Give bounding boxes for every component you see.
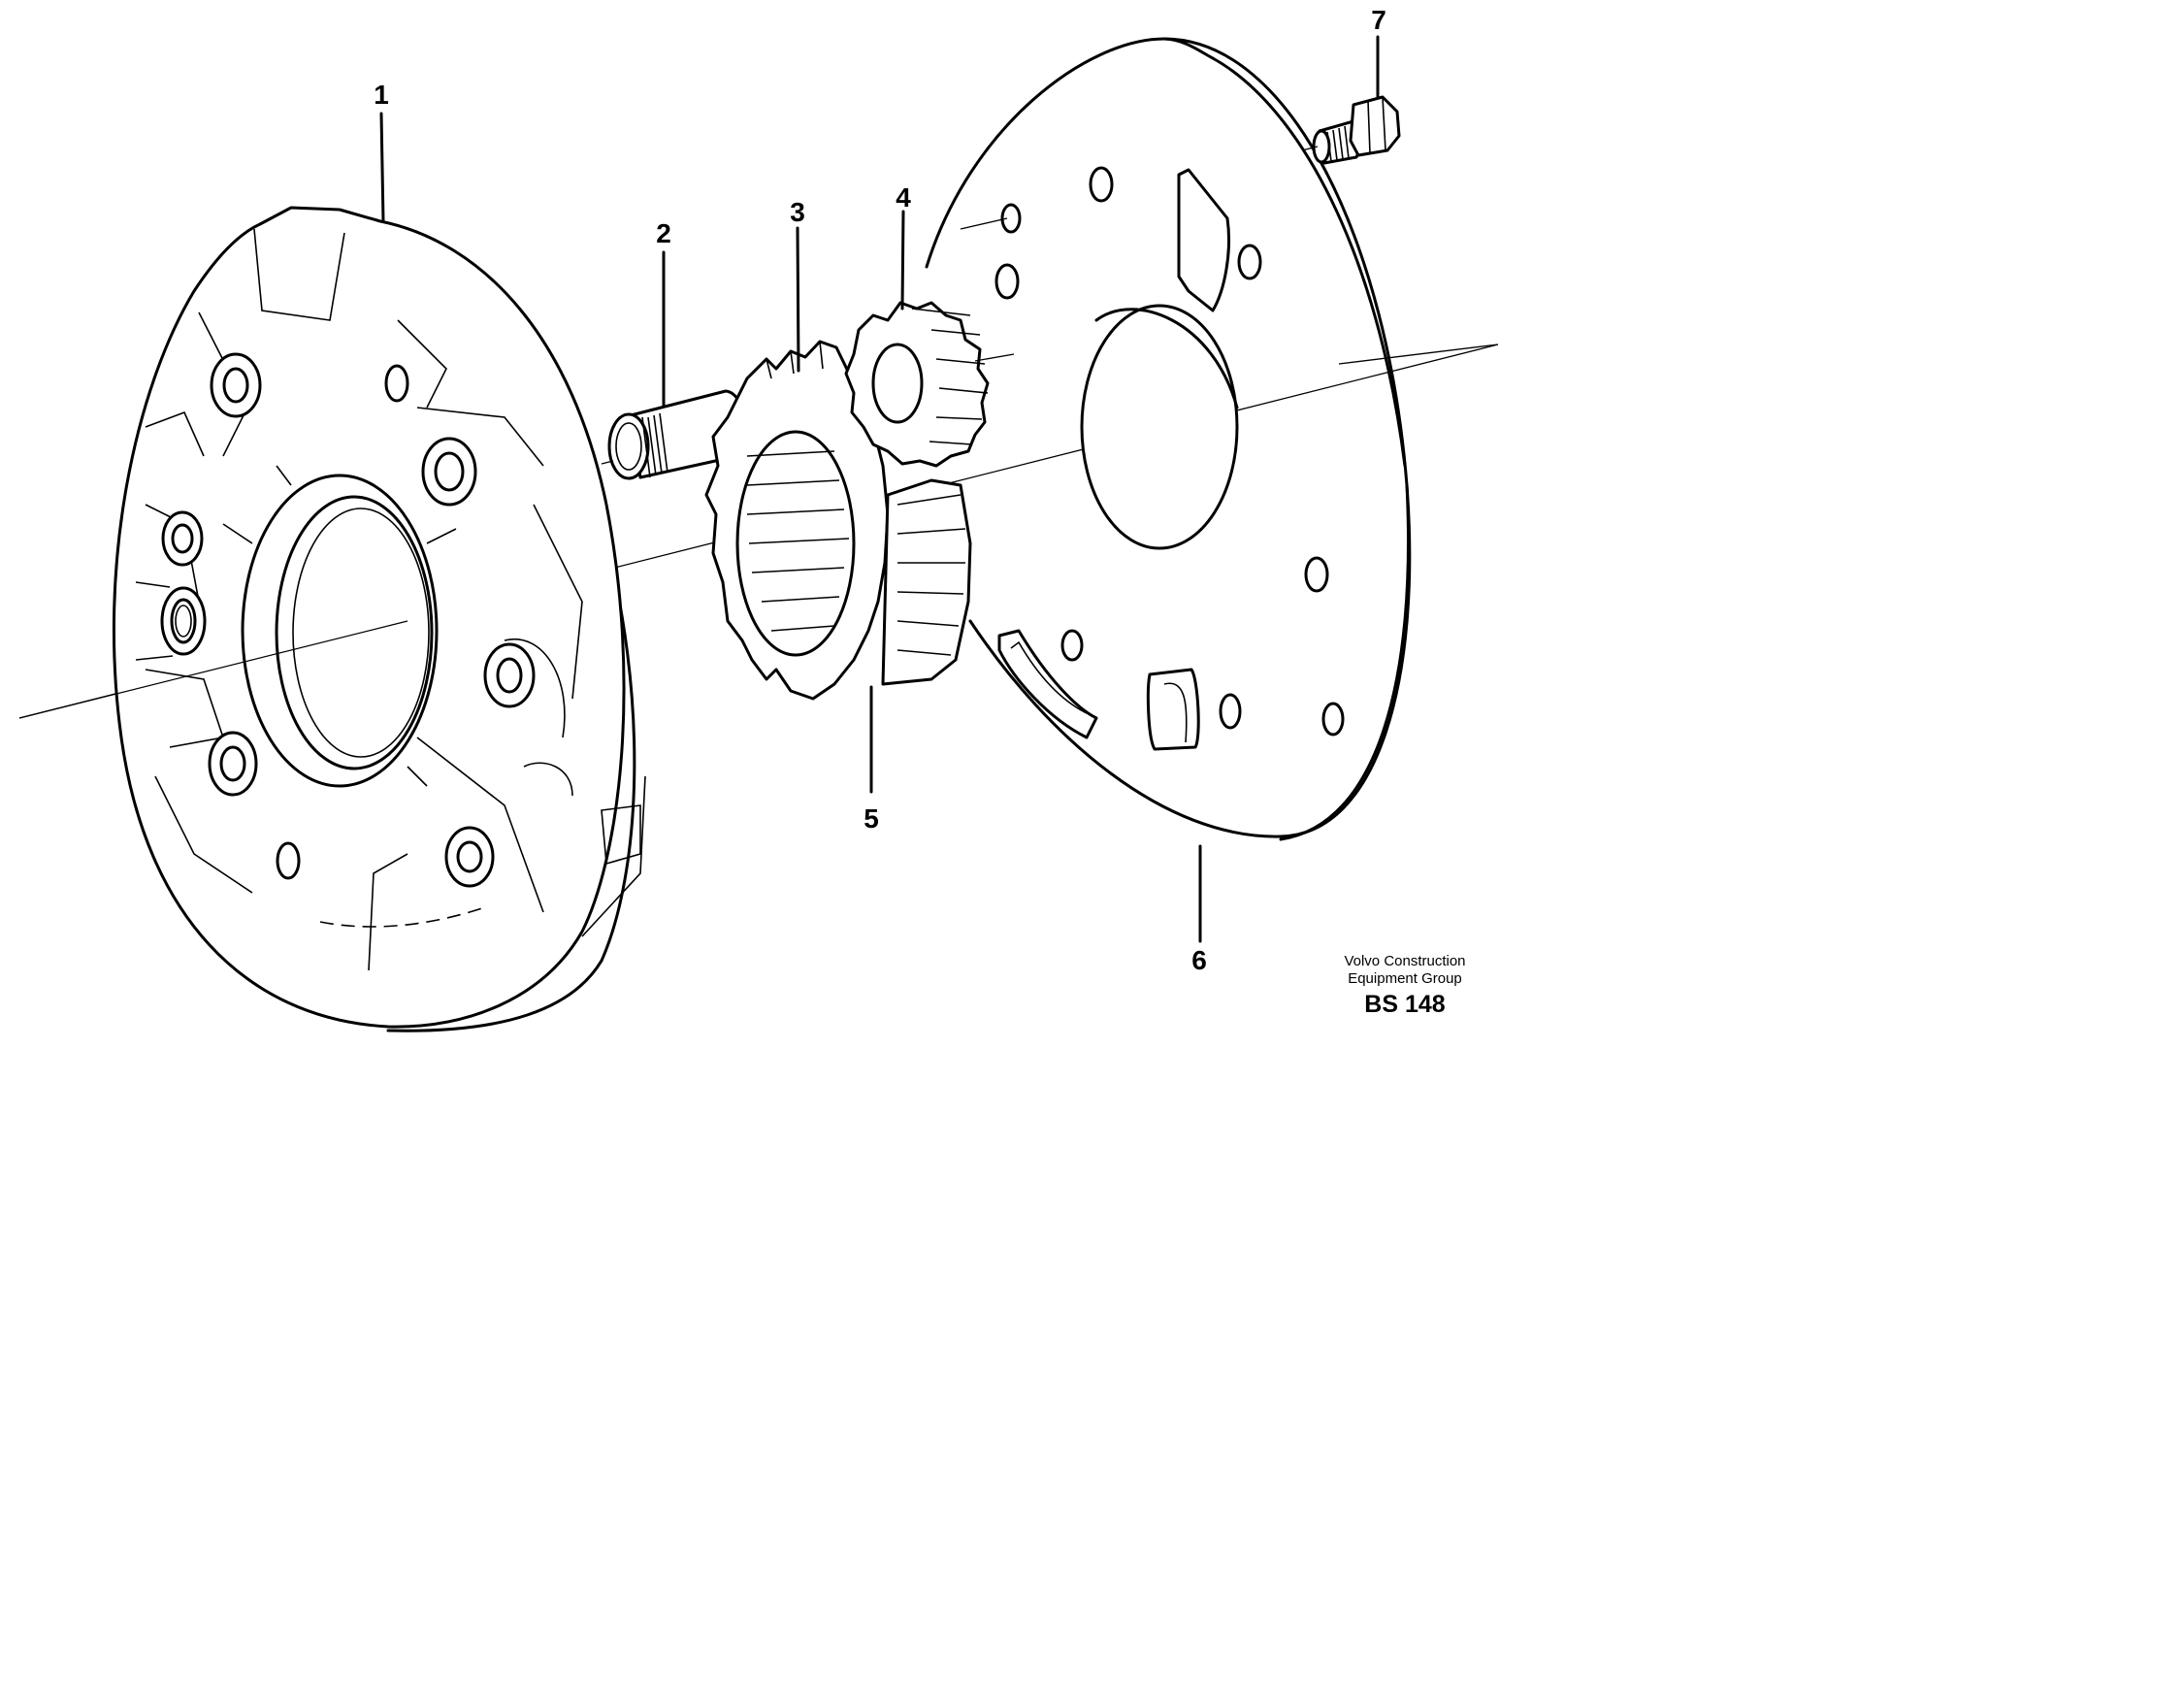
plate-cutout-details <box>1010 640 1188 743</box>
leader-3 <box>796 226 800 373</box>
housing-bolt-bosses <box>161 352 536 888</box>
large-gear-bore <box>735 430 856 657</box>
small-gear-teeth <box>911 308 989 445</box>
reference-code: BS 148 <box>1364 991 1445 1018</box>
leader-1 <box>379 112 385 223</box>
housing-flange-block <box>601 804 641 866</box>
leader-4 <box>900 210 905 311</box>
plate-rim-lower <box>1279 483 1410 841</box>
small-gear-bore <box>871 343 924 424</box>
part-4-small-gear <box>844 301 1015 468</box>
plate-cutouts <box>997 168 1231 751</box>
part-5-large-gear <box>704 340 972 701</box>
plate-center-bore <box>1080 304 1239 550</box>
credit-line-2: Equipment Group <box>1348 970 1462 987</box>
plate-rim-edge <box>1162 37 1407 468</box>
housing-threaded-port <box>135 581 207 661</box>
callout-2: 2 <box>656 218 671 248</box>
callout-4: 4 <box>896 182 911 213</box>
part-1-housing <box>18 206 646 1032</box>
callout-1: 1 <box>374 80 389 110</box>
part-7-bolt <box>1301 95 1401 165</box>
callout-6: 6 <box>1191 945 1207 975</box>
housing-axis <box>18 620 408 719</box>
leader-lines <box>379 35 1380 943</box>
plate-holes <box>994 166 1345 737</box>
housing-center-bore <box>222 465 457 788</box>
callout-7: 7 <box>1371 5 1386 35</box>
callout-5: 5 <box>864 803 879 834</box>
housing-flange-edge <box>581 775 646 937</box>
large-gear-teeth <box>746 341 850 632</box>
large-gear-hub-teeth <box>896 494 966 656</box>
callout-3: 3 <box>790 197 805 227</box>
credit-line-1: Volvo Construction <box>1344 953 1465 969</box>
exploded-parts-diagram: 1 2 3 4 5 6 7 Volvo Construction Equipme… <box>18 5 1498 1032</box>
large-gear-hub <box>881 478 972 686</box>
part-6-cover-plate <box>925 37 1498 841</box>
